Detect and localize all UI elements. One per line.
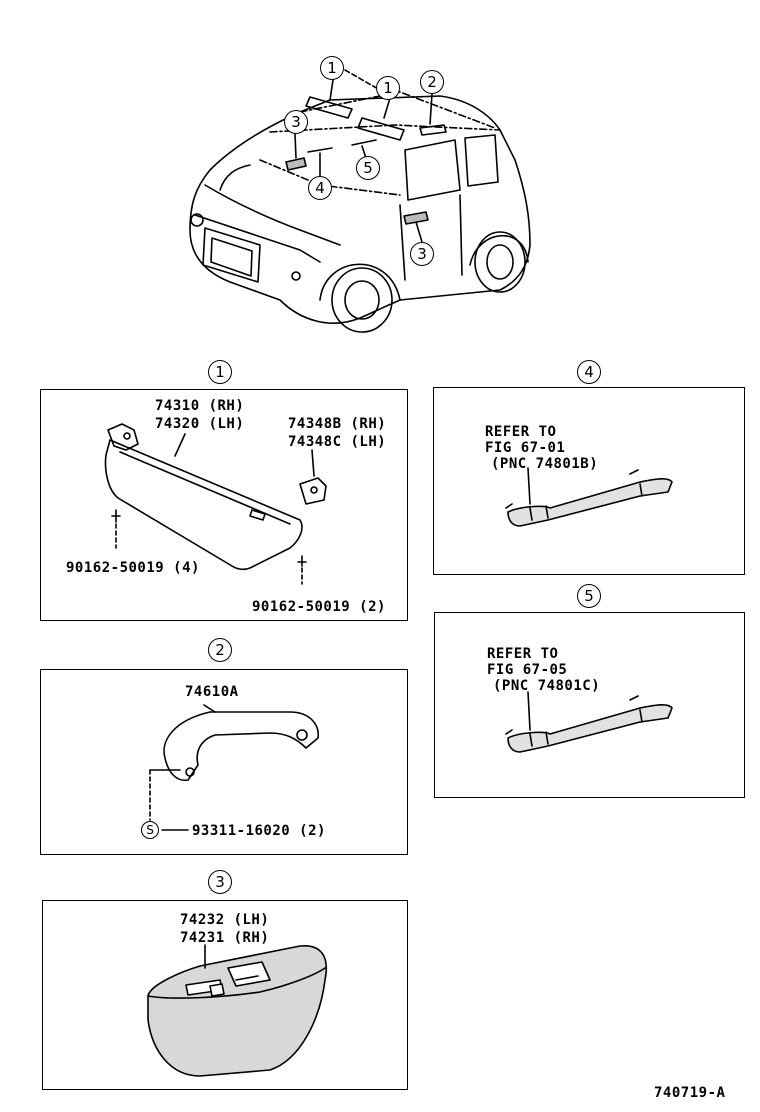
panel-number-grip-ref-4: 4 bbox=[577, 360, 601, 384]
panel-number-sun-visor: 1 bbox=[208, 360, 232, 384]
car-overview-drawing bbox=[189, 69, 531, 333]
grip-ref-4-drawing bbox=[505, 467, 673, 527]
assist-grip-screw-label: 93311-16020 (2) bbox=[192, 823, 326, 839]
panel-number-map-lamp: 3 bbox=[208, 870, 232, 894]
sun-visor-part-number-lh: 74320 (LH) bbox=[155, 416, 245, 432]
grip-ref-4-line3: (PNC 74801B) bbox=[491, 456, 599, 472]
map-lamp-panel bbox=[42, 900, 408, 1090]
grip-ref-5-line3: (PNC 74801C) bbox=[493, 678, 601, 694]
assist-grip-part-number: 74610A bbox=[185, 684, 239, 700]
sun-visor-part-number-rh: 74310 (RH) bbox=[155, 398, 245, 414]
callout-sun-visor-right: 1 bbox=[376, 76, 400, 100]
grip-ref-4-panel bbox=[433, 387, 745, 575]
panel-number-grip-ref-5: 5 bbox=[577, 584, 601, 608]
callout-grip-4: 4 bbox=[308, 176, 332, 200]
map-lamp-drawing bbox=[147, 944, 327, 1077]
visor-holder-part-number-rh: 74348B (RH) bbox=[288, 416, 387, 432]
grip-ref-5-line2: FIG 67-05 bbox=[487, 662, 568, 678]
assist-grip-drawing bbox=[149, 704, 319, 831]
visor-screw-left-label: 90162-50019 (4) bbox=[66, 560, 200, 576]
callout-assist-grip: 2 bbox=[420, 70, 444, 94]
map-lamp-part-number-rh: 74231 (RH) bbox=[180, 930, 270, 946]
visor-screw-right-label: 90162-50019 (2) bbox=[252, 599, 386, 615]
grip-ref-5-drawing bbox=[505, 691, 673, 753]
grip-ref-4-line1: REFER TO bbox=[485, 424, 557, 440]
screw-symbol: S bbox=[141, 821, 159, 839]
grip-ref-4-line2: FIG 67-01 bbox=[485, 440, 566, 456]
callout-grip-5: 5 bbox=[356, 156, 380, 180]
callout-map-lamp-right: 3 bbox=[410, 242, 434, 266]
grip-ref-5-line1: REFER TO bbox=[487, 646, 559, 662]
panel-number-assist-grip: 2 bbox=[208, 638, 232, 662]
callout-map-lamp-left: 3 bbox=[284, 110, 308, 134]
sun-visor-panel bbox=[40, 389, 408, 621]
illustration-code: 740719-A bbox=[654, 1085, 726, 1101]
grip-ref-5-panel bbox=[434, 612, 745, 798]
map-lamp-part-number-lh: 74232 (LH) bbox=[180, 912, 270, 928]
callout-sun-visor-left: 1 bbox=[320, 56, 344, 80]
visor-holder-part-number-lh: 74348C (LH) bbox=[288, 434, 387, 450]
assist-grip-panel bbox=[40, 669, 408, 855]
sun-visor-drawing bbox=[104, 423, 327, 585]
